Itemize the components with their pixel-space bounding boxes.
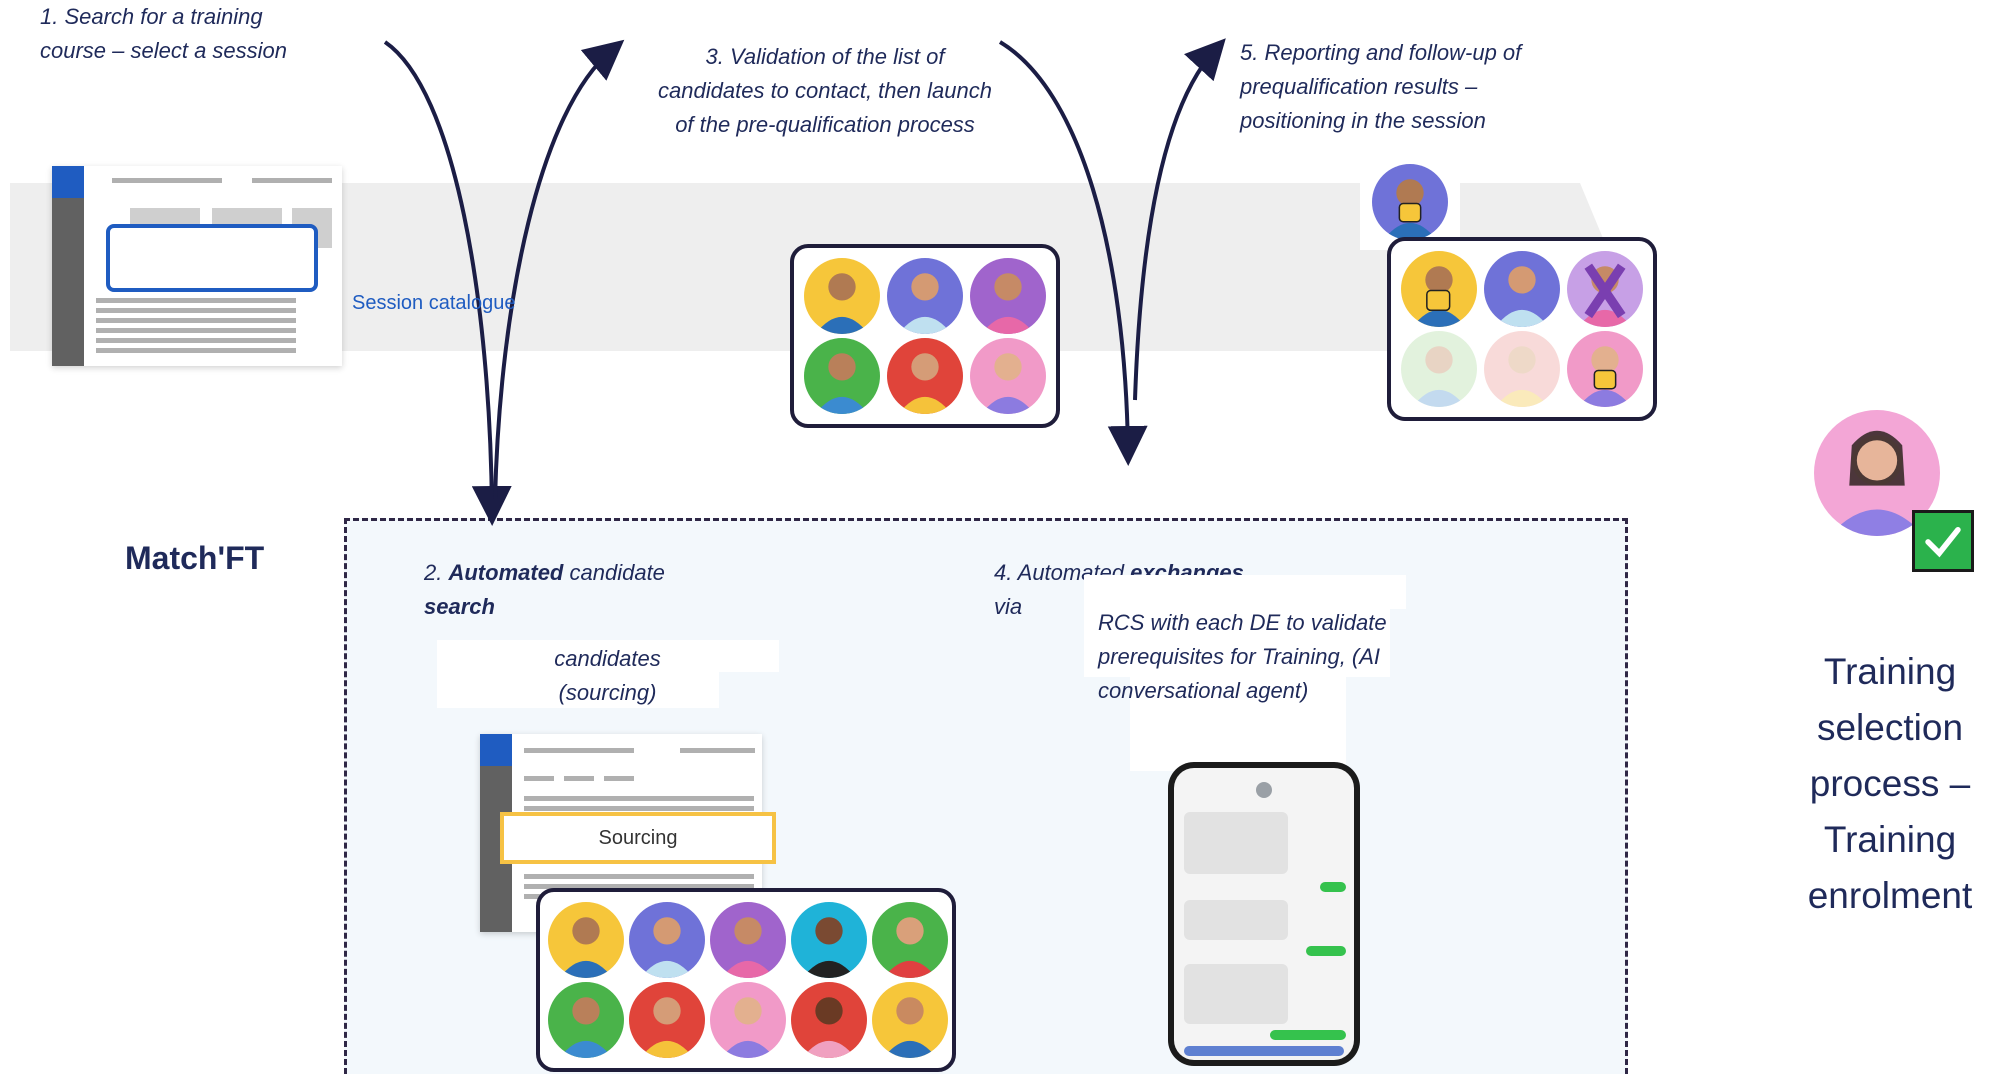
approved-avatar xyxy=(1567,331,1643,407)
candidate-list-box xyxy=(790,244,1060,428)
candidate-avatar xyxy=(804,258,880,334)
candidate-avatar xyxy=(887,338,963,414)
step-3-text: 3. Validation of the list of candidates … xyxy=(658,44,992,137)
candidate-avatar xyxy=(970,338,1046,414)
candidate-avatar xyxy=(887,258,963,334)
check-icon xyxy=(1912,510,1974,572)
rejected-avatar xyxy=(1567,251,1643,327)
candidate-avatar xyxy=(548,902,624,978)
candidate-avatar xyxy=(791,902,867,978)
arrow-2-to-3 xyxy=(493,39,625,501)
prequalification-results-box xyxy=(1387,237,1657,421)
sourcing-button: Sourcing xyxy=(500,812,776,864)
approved-avatar xyxy=(1372,164,1448,240)
step-5-text: 5. Reporting and follow-up of prequalifi… xyxy=(1240,40,1522,133)
candidate-avatar xyxy=(710,902,786,978)
candidate-avatar xyxy=(804,338,880,414)
arrow-4-to-5 xyxy=(1133,38,1226,401)
sourced-candidates-box xyxy=(536,888,956,1072)
section-title: Match'FT xyxy=(125,540,265,576)
candidate-avatar xyxy=(970,258,1046,334)
faded-avatar xyxy=(1401,331,1477,407)
candidate-avatar xyxy=(872,902,948,978)
candidate-avatar xyxy=(629,902,705,978)
result-header-patch xyxy=(1360,160,1460,250)
arrow-3-to-4 xyxy=(998,40,1148,466)
step-1-text: 1. Search for a training course – select… xyxy=(40,4,288,63)
arrow-1-to-2 xyxy=(383,40,512,526)
final-step-label: Training selection process – Training en… xyxy=(1807,651,1973,916)
candidate-avatar xyxy=(791,982,867,1058)
candidate-avatar xyxy=(629,982,705,1058)
phone-rcs-chat xyxy=(1168,762,1360,1066)
session-catalogue-doc xyxy=(52,166,342,366)
candidate-avatar xyxy=(1484,251,1560,327)
step-4-detail: RCS with each DE to validate prerequisit… xyxy=(1098,610,1387,703)
sourcing-caption: candidates (sourcing) xyxy=(554,646,661,705)
candidate-avatar xyxy=(548,982,624,1058)
candidate-avatar xyxy=(872,982,948,1058)
faded-avatar xyxy=(1484,331,1560,407)
approved-avatar xyxy=(1401,251,1477,327)
catalogue-label: Session catalogue xyxy=(352,292,516,314)
candidate-avatar xyxy=(710,982,786,1058)
contact-avatar-icon xyxy=(1256,782,1272,798)
